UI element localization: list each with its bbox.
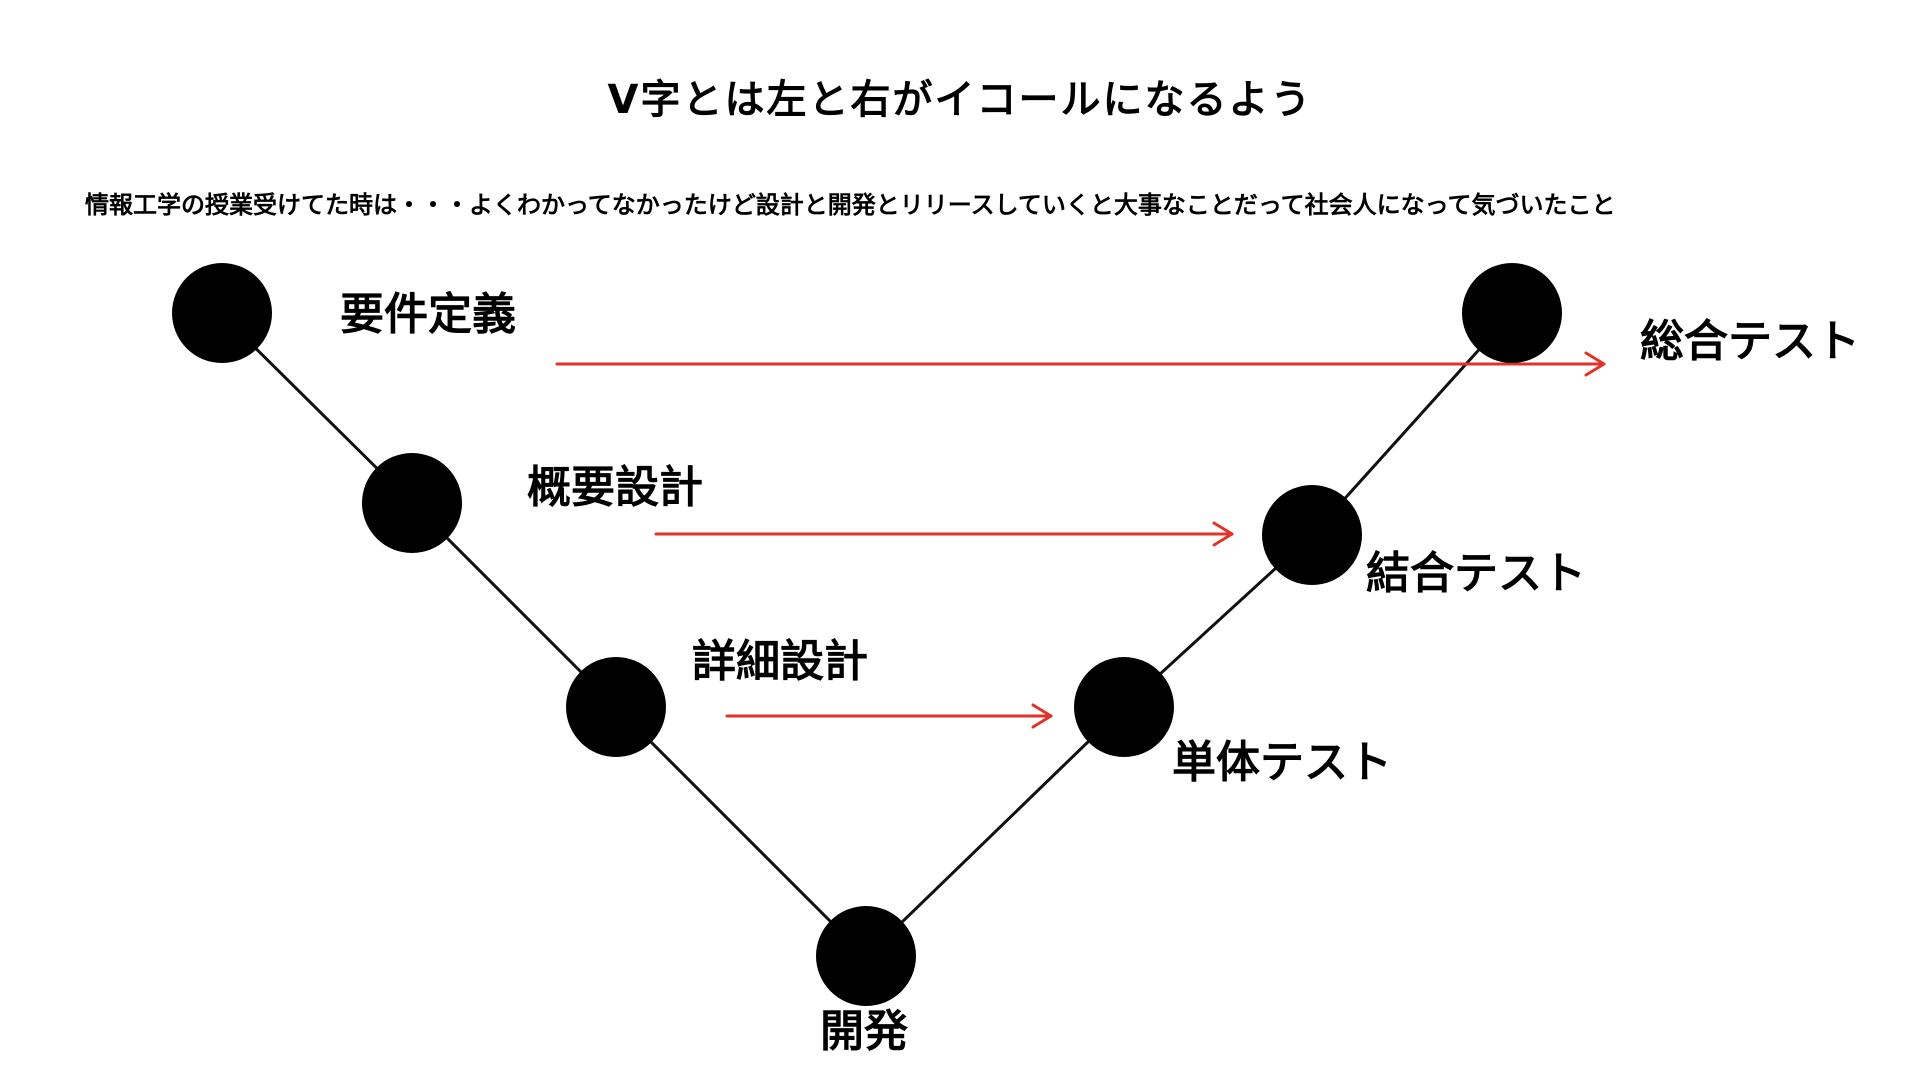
v-lines bbox=[220, 311, 1514, 959]
node-basic-design bbox=[362, 453, 462, 553]
label-detailed-design: 詳細設計 bbox=[692, 636, 868, 687]
connector-detailed-design-development bbox=[614, 705, 868, 959]
node-unit-test bbox=[1074, 657, 1174, 757]
page-title: V字とは左と右がイコールになるよう bbox=[607, 77, 1313, 123]
node-system-test bbox=[1462, 263, 1562, 363]
node-integration-test bbox=[1262, 485, 1362, 585]
page-subtitle: 情報工学の授業受けてた時は・・・よくわかってなかったけど設計と開発とリリースして… bbox=[85, 191, 1616, 219]
arrow-basic-design-to-integration-test bbox=[654, 521, 1234, 547]
node-detailed-design bbox=[566, 657, 666, 757]
connector-development-unit-test bbox=[864, 705, 1126, 959]
label-requirements: 要件定義 bbox=[340, 289, 516, 340]
label-unit-test: 単体テスト bbox=[1172, 737, 1392, 788]
arrow-detailed-design-to-unit-test bbox=[725, 703, 1053, 729]
label-development: 開発 bbox=[820, 1006, 908, 1057]
arrow-requirements-to-system-test bbox=[555, 351, 1606, 377]
nodes bbox=[172, 263, 1562, 1006]
node-development bbox=[816, 906, 916, 1006]
label-integration-test: 結合テスト bbox=[1366, 548, 1586, 599]
label-system-test: 総合テスト bbox=[1640, 316, 1860, 367]
node-requirements bbox=[172, 263, 272, 363]
correspondence-arrows bbox=[555, 351, 1606, 729]
label-basic-design: 概要設計 bbox=[527, 462, 703, 513]
